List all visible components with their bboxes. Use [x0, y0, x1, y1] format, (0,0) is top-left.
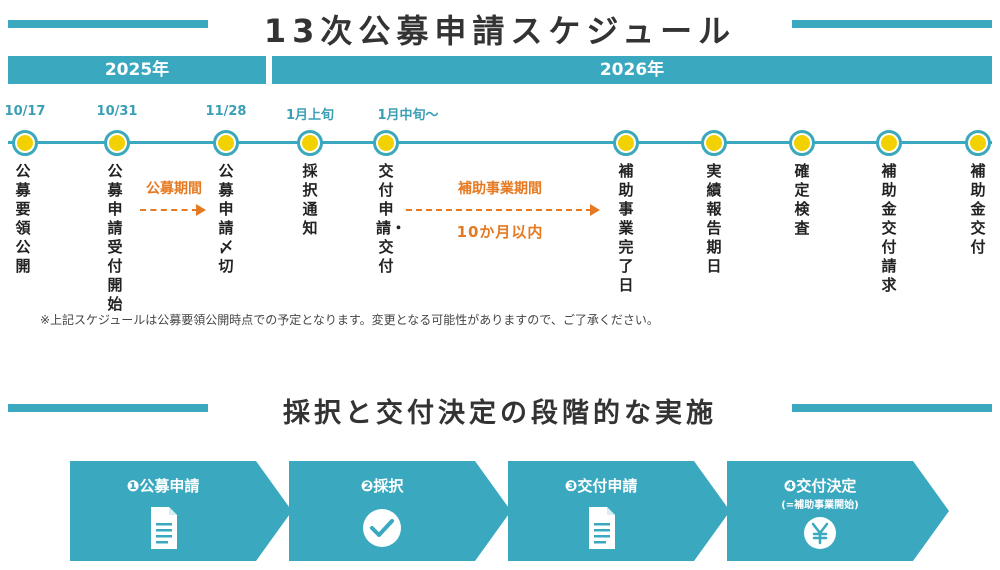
year-band-2025: 2025年 [8, 56, 266, 84]
step-label: ❶公募申請 [126, 477, 200, 495]
event-label: 補助金交付 [970, 162, 986, 256]
step-sublabel: (=補助事業開始) [781, 500, 859, 511]
event-label: 公募要領公開 [15, 162, 31, 275]
heading-bar-right [792, 20, 992, 28]
date-label: 1月中旬～ [377, 108, 439, 123]
step-grant-decision: ❹交付決定 (=補助事業開始) [727, 461, 949, 561]
project-period-label: 補助事業期間 [458, 181, 542, 197]
project-duration-label: 10か月以内 [456, 223, 544, 241]
application-period-arrow [140, 209, 198, 211]
schedule-title: 13次公募申請スケジュール [263, 12, 737, 50]
step-grant-application: ❸交付申請 [508, 461, 730, 561]
timeline-dot [104, 130, 130, 156]
event-label: 補助金交付請求 [881, 162, 897, 294]
project-period-arrow [406, 209, 592, 211]
date-label: 11/28 [205, 104, 247, 119]
steps-title: 採択と交付決定の段階的な実施 [283, 398, 717, 429]
event-label: 確定検査 [794, 162, 810, 237]
steps-heading-bar-left [8, 404, 208, 412]
date-label: 10/17 [4, 104, 46, 119]
event-label: 公募申請〆切 [218, 162, 234, 275]
project-period-arrowhead [590, 204, 600, 216]
timeline-dot [876, 130, 902, 156]
application-period-arrowhead [196, 204, 206, 216]
step-label: ❷採択 [360, 477, 404, 495]
date-label: 10/31 [96, 104, 138, 119]
step-application: ❶公募申請 [70, 461, 292, 561]
event-label: 採択通知 [302, 162, 318, 237]
timeline-line [8, 141, 992, 144]
document-icon [151, 507, 177, 549]
steps-heading-bar-right [792, 404, 992, 412]
step-selection: ❷採択 [289, 461, 511, 561]
step-label: ❹交付決定 [783, 477, 857, 495]
event-label: 公募申請受付開始 [107, 162, 123, 313]
step-label: ❸交付申請 [564, 477, 638, 495]
yen-icon [804, 517, 836, 549]
year-band-2026: 2026年 [272, 56, 992, 84]
date-label: 1月上旬 [285, 108, 335, 123]
event-label: 実績報告期日 [706, 162, 722, 275]
timeline-dot [965, 130, 991, 156]
timeline-dot [12, 130, 38, 156]
timeline-dot [297, 130, 323, 156]
timeline-dot [789, 130, 815, 156]
schedule-note: ※上記スケジュールは公募要領公開時点での予定となります。変更となる可能性がありま… [40, 313, 659, 327]
heading-bar-left [8, 20, 208, 28]
event-label: 補助事業完了日 [618, 162, 634, 294]
document-icon [589, 507, 615, 549]
checkmark-icon [363, 509, 401, 547]
event-label: 交付申請・交付 [376, 162, 407, 275]
timeline-dot [613, 130, 639, 156]
timeline-dot [213, 130, 239, 156]
timeline-dot [701, 130, 727, 156]
application-period-label: 公募期間 [146, 181, 202, 197]
timeline-dot [373, 130, 399, 156]
